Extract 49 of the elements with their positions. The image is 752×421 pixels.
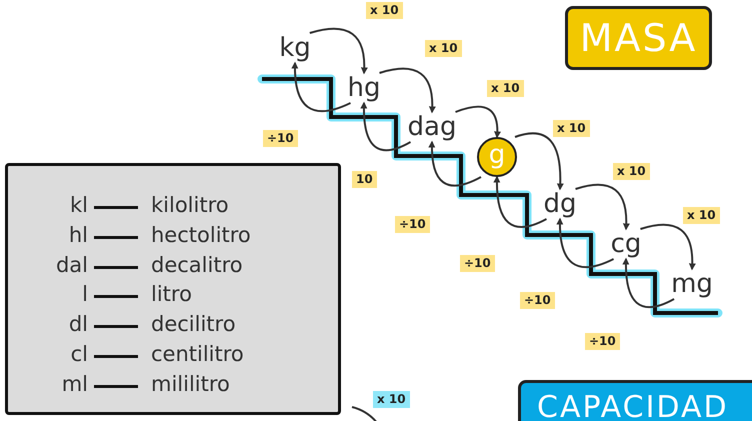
unit-name: hectolitro <box>151 222 251 247</box>
edge-label: ÷10 <box>585 333 620 350</box>
curved-arrow <box>455 106 501 138</box>
curved-arrow <box>556 218 614 268</box>
unit-label: kg <box>278 33 312 63</box>
title-banner: CAPACIDAD <box>518 380 752 421</box>
unit-name: kilolitro <box>151 193 229 217</box>
legend-panel <box>5 163 341 415</box>
curved-arrow <box>292 62 351 112</box>
curved-arrow <box>494 176 547 228</box>
edge-label: x 10 <box>487 80 524 97</box>
unit-abbreviation: dl <box>68 312 88 336</box>
unit-circle: g <box>477 137 517 177</box>
edge-label: x 10 <box>683 207 720 224</box>
edge-label: x 10 <box>553 120 590 137</box>
unit-label: mg <box>670 269 714 299</box>
edge-label: ÷10 <box>460 255 495 272</box>
unit-label: dg <box>542 189 578 219</box>
curved-arrow <box>428 140 482 187</box>
unit-abbreviation: hl <box>68 222 88 247</box>
multiplier-label: x 10 <box>373 391 410 408</box>
unit-name: decilitro <box>151 312 236 336</box>
edge-label: ÷10 <box>520 292 555 309</box>
title-banner: MASA <box>565 6 712 70</box>
edge-label: ÷10 <box>263 130 298 147</box>
edge-label: x 10 <box>613 163 650 180</box>
unit-name: centilitro <box>151 342 244 366</box>
unit-abbreviation: cl <box>70 342 88 366</box>
unit-label: hg <box>346 73 382 103</box>
curved-arrow <box>514 132 564 190</box>
unit-label: cg <box>610 229 642 259</box>
unit-abbreviation: l <box>81 282 88 306</box>
edge-label: 10 <box>352 171 377 188</box>
curved-arrow <box>360 102 411 152</box>
unit-name: mililitro <box>151 372 230 396</box>
unit-label: dag <box>406 112 458 142</box>
edge-label: x 10 <box>425 40 462 57</box>
curved-arrow <box>575 184 630 230</box>
curved-arrow <box>640 224 696 270</box>
edge-label: ÷10 <box>395 216 430 233</box>
edge-label: x 10 <box>366 2 403 19</box>
curved-arrow <box>379 68 436 114</box>
unit-name: litro <box>151 282 192 306</box>
unit-abbreviation: kl <box>69 193 88 217</box>
unit-abbreviation: dal <box>54 252 88 277</box>
curved-arrow <box>310 28 368 74</box>
unit-name: decalitro <box>151 252 243 277</box>
curved-arrow <box>622 258 675 308</box>
unit-abbreviation: ml <box>60 372 88 396</box>
